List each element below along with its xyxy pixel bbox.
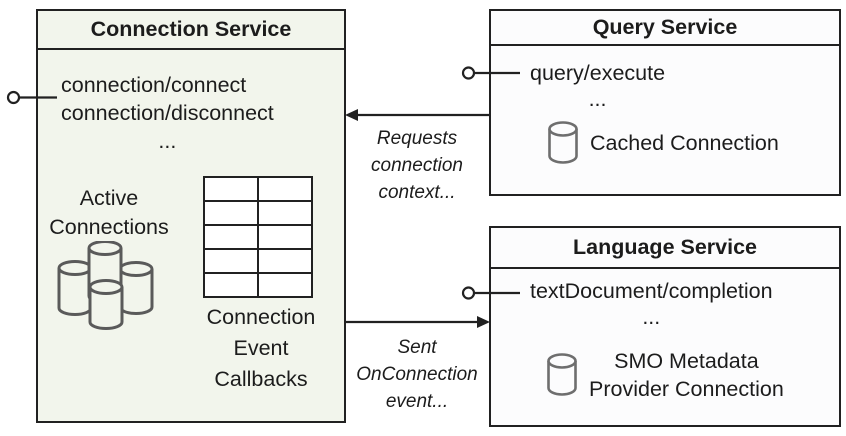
database-cluster-icon [57,241,154,330]
table-cell [259,250,311,272]
table-cell [205,274,257,296]
requests-note-line3: context... [378,182,456,203]
table-cell [259,226,311,248]
sent-note-line2: OnConnection [356,364,478,385]
methods-ellipsis: ... [158,129,177,153]
sent-onconnection-event-note: Sent OnConnection event... [343,334,491,415]
query-service-methods: query/execute ... [530,60,665,112]
lollipop-circle-icon [461,286,476,300]
language-service-box: Language Service textDocument/completion… [489,226,841,427]
sent-note-line3: event... [385,391,449,412]
smo-metadata-label: SMO Metadata Provider Connection [589,347,784,403]
database-icon [547,353,577,396]
table-cell [205,178,257,200]
query-service-box: Query Service query/execute ... Cached C… [489,9,841,196]
table-cell [259,178,311,200]
language-service-methods: textDocument/completion ... [530,278,773,330]
query-service-title: Query Service [491,11,839,46]
connection-service-methods: connection/connect connection/disconnect… [61,71,274,155]
smo-metadata-row: SMO Metadata Provider Connection [545,347,784,403]
sent-event-arrow [346,316,490,328]
callbacks-line2: Event [233,336,289,360]
table-cell [205,250,257,272]
requests-connection-context-note: Requests connection context... [348,125,486,206]
arrowhead-left-icon [345,109,358,121]
database-icon [548,121,578,164]
callback-table-icon [203,176,313,298]
method-query-execute: query/execute [530,61,666,85]
language-service-title: Language Service [491,228,839,269]
table-cell [205,202,257,224]
requests-note-line1: Requests [376,128,458,149]
connection-event-callbacks-label: Connection Event Callbacks [186,302,336,395]
method-textdocument-completion: textDocument/completion [530,279,773,303]
table-cell [205,226,257,248]
callbacks-line1: Connection [206,305,316,329]
active-connections-label: Active Connections [41,184,177,242]
cylinder-front [88,279,124,330]
active-connections-line2: Connections [49,215,169,239]
cylinder-left [57,260,93,316]
method-disconnect: connection/disconnect [61,101,274,125]
method-connect: connection/connect [61,73,247,97]
methods-ellipsis: ... [642,305,661,329]
lollipop-circle-icon [461,66,476,80]
requests-note-line2: connection [371,155,463,176]
cached-connection-label: Cached Connection [590,130,779,155]
lollipop-circle-icon [6,90,21,105]
callbacks-line3: Callbacks [214,367,308,391]
active-connections-line1: Active [79,186,139,210]
table-cell [259,274,311,296]
requests-context-arrow [345,109,489,121]
smo-label-line2: Provider Connection [589,377,784,401]
smo-label-line1: SMO Metadata [614,349,759,373]
cached-connection-row: Cached Connection [546,121,779,165]
sent-note-line1: Sent [397,337,437,358]
methods-ellipsis: ... [588,87,607,111]
cylinder-right [118,261,154,315]
connection-service-box: Connection Service connection/connect co… [36,9,346,423]
connection-service-title: Connection Service [38,11,344,50]
table-cell [259,202,311,224]
